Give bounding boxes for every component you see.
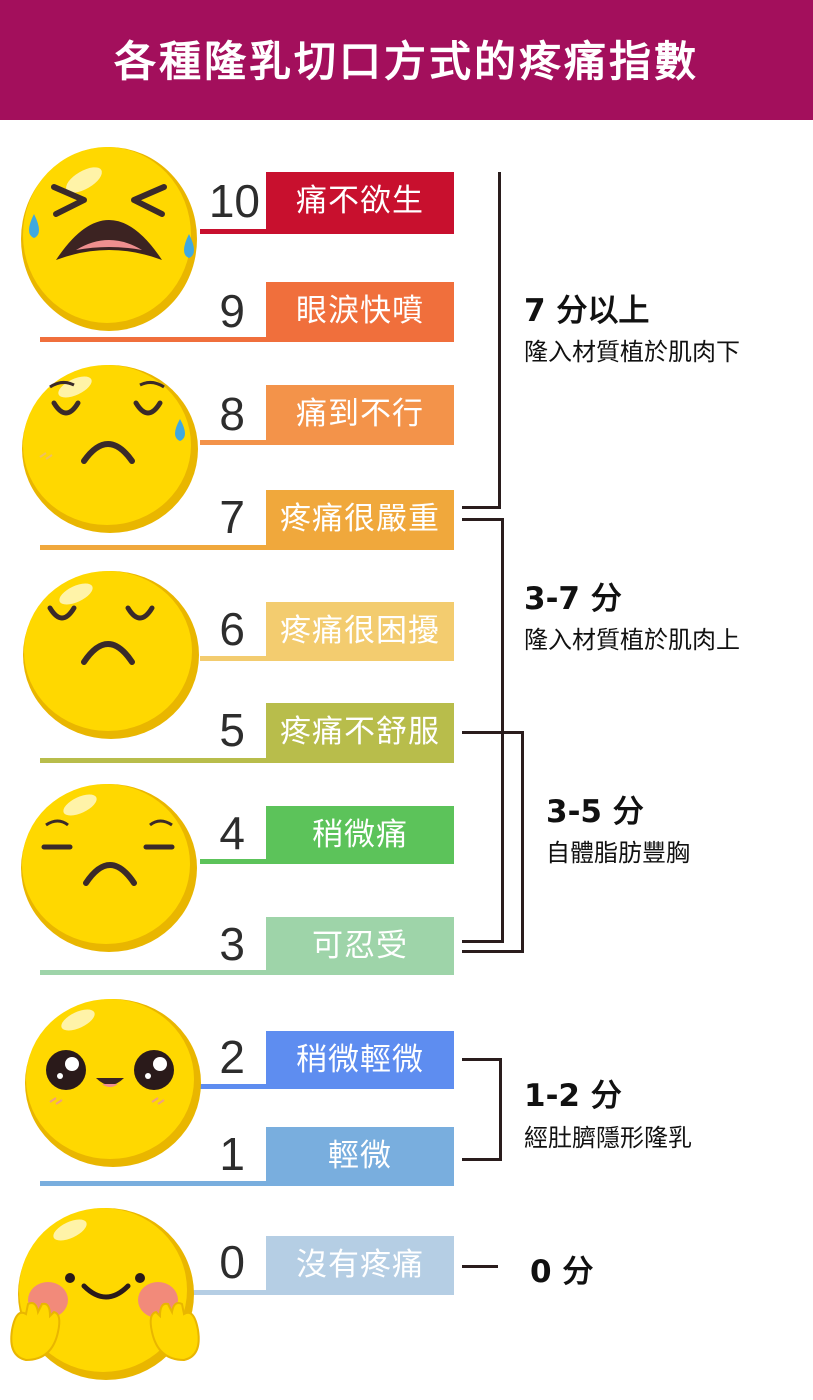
pain-label-3: 可忍受	[266, 917, 454, 975]
bracket-3-7	[501, 518, 504, 943]
blushing-smile-face-icon	[10, 1208, 200, 1380]
group-title-0: 0 分	[530, 1254, 594, 1290]
bracket-3-7-bottom	[462, 940, 504, 943]
pain-label-0: 沒有疼痛	[266, 1236, 454, 1294]
bracket-3-5	[521, 731, 524, 953]
pain-label-10: 痛不欲生	[266, 172, 454, 230]
pain-number-4: 4	[219, 807, 245, 859]
pain-label-5: 疼痛不舒服	[266, 703, 454, 761]
underline-7	[40, 545, 454, 550]
tearful-face-icon	[22, 365, 198, 533]
underline-10	[200, 229, 454, 234]
bracket-7-plus-tick	[462, 506, 501, 509]
group-desc-7-plus: 隆入材質植於肌肉下	[524, 338, 740, 366]
pain-label-6: 疼痛很困擾	[266, 602, 454, 660]
pain-number-0: 0	[219, 1236, 245, 1288]
underline-5	[40, 758, 454, 763]
pain-number-1: 1	[219, 1128, 245, 1180]
pain-number-9: 9	[219, 285, 245, 337]
group-desc-1-2: 經肚臍隱形隆乳	[524, 1124, 692, 1152]
group-desc-3-5: 自體脂肪豐胸	[546, 839, 690, 867]
pain-label-9: 眼淚快噴	[266, 282, 454, 340]
group-desc-3-7: 隆入材質植於肌肉上	[524, 626, 740, 654]
pain-number-5: 5	[219, 704, 245, 756]
group-title-3-5: 3-5 分	[546, 794, 644, 830]
pain-number-2: 2	[219, 1031, 245, 1083]
pain-label-4: 稍微痛	[266, 806, 454, 864]
underline-3	[40, 970, 454, 975]
pain-label-2: 稍微輕微	[266, 1031, 454, 1089]
group-title-3-7: 3-7 分	[524, 581, 622, 617]
header-banner: 各種隆乳切口方式的疼痛指數	[0, 0, 813, 120]
underline-1	[40, 1181, 454, 1186]
pain-number-6: 6	[219, 603, 245, 655]
dash-0	[462, 1265, 498, 1268]
group-title-7-plus: 7 分以上	[524, 293, 650, 329]
bracket-1-2-top	[462, 1058, 502, 1061]
pain-number-3: 3	[219, 918, 245, 970]
frowning-face-icon	[21, 784, 197, 952]
sad-face-icon	[23, 571, 199, 739]
group-title-1-2: 1-2 分	[524, 1078, 622, 1114]
pain-number-8: 8	[219, 388, 245, 440]
bracket-1-2	[499, 1058, 502, 1161]
bracket-3-5-bottom	[462, 950, 524, 953]
crying-face-icon	[21, 147, 197, 331]
pain-label-8: 痛到不行	[266, 385, 454, 443]
pain-label-1: 輕微	[266, 1127, 454, 1185]
bracket-1-2-bottom	[462, 1158, 502, 1161]
bracket-3-7-top	[462, 518, 504, 521]
pain-number-10: 10	[208, 175, 260, 227]
pain-label-7: 疼痛很嚴重	[266, 490, 454, 548]
pain-number-7: 7	[219, 491, 245, 543]
bracket-3-5-top	[462, 731, 524, 734]
underline-9	[40, 337, 454, 342]
page-title: 各種隆乳切口方式的疼痛指數	[113, 37, 699, 86]
bracket-7-plus	[498, 172, 501, 509]
happy-face-icon	[25, 999, 201, 1167]
